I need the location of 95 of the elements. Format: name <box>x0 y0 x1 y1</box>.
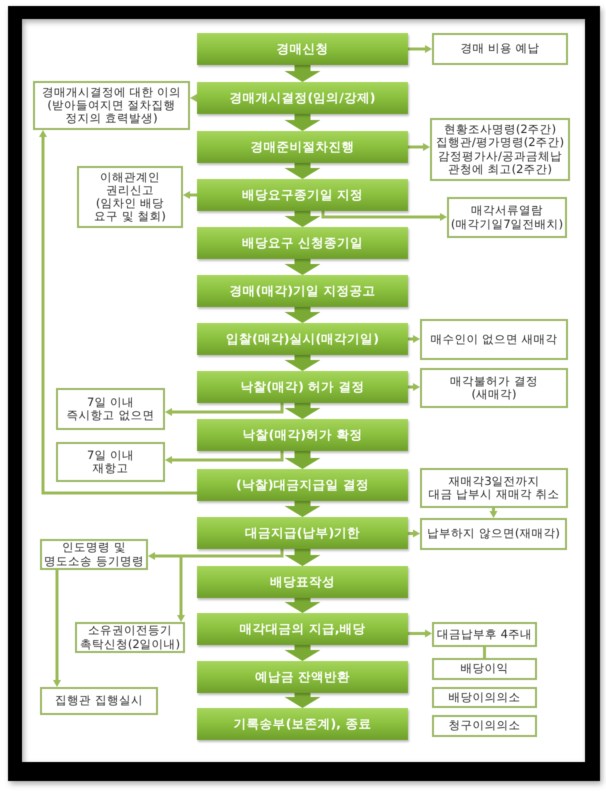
connector-line <box>483 647 486 658</box>
step-label: 경매신청 <box>276 42 328 56</box>
note-box <box>75 622 185 653</box>
note-text: 매수인이 없으면 새매각 <box>430 332 558 346</box>
process-box <box>197 469 408 501</box>
connector-arrow <box>183 191 197 199</box>
flow-arrow <box>284 549 320 566</box>
note-text: 배당이의의소 <box>448 690 520 704</box>
note-box <box>420 319 568 360</box>
connector-arrow <box>53 570 61 687</box>
note-text: 청구이의의소 <box>448 719 520 733</box>
process-box <box>197 227 408 259</box>
note-text: 집행관 집행실시 <box>55 694 143 708</box>
connector-arrow <box>490 508 498 518</box>
process-box <box>197 179 408 211</box>
note-box <box>432 715 537 737</box>
step-label: 매각대금의 지급,배당 <box>239 622 366 636</box>
connector-arrow <box>408 335 420 343</box>
process-box <box>197 371 408 403</box>
process-box <box>197 708 408 740</box>
flow-arrow <box>284 645 320 661</box>
process-box <box>197 661 408 693</box>
note-text: 7일 이내 즉시항고 없으면 <box>66 396 154 422</box>
note-text: 매각불허가 결정 (새매각) <box>450 374 538 402</box>
note-text: 현황조사명령(2주간) 집행관/평가명령(2주간) 감정평가사/공과금체납 관청에 최고(2주간) <box>436 123 564 176</box>
note-text: 대금납부후 4주내 <box>437 628 532 642</box>
note-box <box>432 33 568 65</box>
process-box <box>197 323 408 355</box>
flow-arrow <box>284 114 320 131</box>
note-text: 납부하지 않으면(재매각) <box>427 527 560 541</box>
note-box <box>447 197 567 238</box>
step-label: 배당요구종기일 지정 <box>242 188 364 202</box>
note-box <box>40 687 158 715</box>
flow-arrow <box>284 451 320 469</box>
flow-arrow <box>284 211 320 227</box>
step-label: 기록송부(보존계), 종료 <box>234 716 372 732</box>
note-box <box>56 388 165 430</box>
note-text: 재매각3일전까지 대금 납부시 재매각 취소 <box>428 474 560 502</box>
note-text: 매각서류열람 (매각기일7일전배치) <box>450 204 564 231</box>
note-text: 배당이익 <box>460 662 508 676</box>
connector-arrow <box>408 383 420 391</box>
process-box <box>197 566 408 598</box>
note-box <box>33 81 190 130</box>
connector-arrow <box>322 211 447 221</box>
process-box <box>197 517 408 549</box>
step-label: 대금지급(납부)기한 <box>244 526 360 540</box>
process-box <box>197 82 408 114</box>
step-label: 낙찰(매각) 허가 결정 <box>240 380 365 394</box>
note-box <box>420 368 568 408</box>
note-text: 소유권이전등기 촉탁신청(2일이내) <box>80 624 180 651</box>
flow-arrow <box>284 693 320 708</box>
process-box <box>197 613 408 645</box>
flow-arrow <box>284 307 320 323</box>
step-label: 경매(매각)기일 지정공고 <box>230 284 376 298</box>
note-box <box>432 687 537 708</box>
flow-arrow <box>284 355 320 371</box>
flow-arrow <box>284 163 320 179</box>
step-label: (낙찰)대금지급일 결정 <box>236 478 369 492</box>
process-box <box>197 275 408 307</box>
flow-arrow <box>284 501 320 517</box>
connector-arrow <box>408 630 432 638</box>
step-label: 입찰(매각)실시(매각기일) <box>226 332 379 346</box>
step-label: 배당요구 신청종기일 <box>242 236 364 250</box>
note-box <box>77 166 183 228</box>
flow-arrow <box>284 598 320 613</box>
step-label: 낙찰(매각)허가 확정 <box>242 428 362 442</box>
process-box <box>197 33 408 65</box>
flow-arrow <box>284 403 320 419</box>
process-box <box>197 419 408 451</box>
connector-arrow <box>408 45 432 53</box>
connector-arrow <box>165 451 284 464</box>
connector-arrow <box>39 130 197 494</box>
connector-arrow <box>408 143 430 151</box>
note-text: 경매개시결정에 대한 이의 (받아들여지면 절차집행 정지의 효력발생) <box>42 86 182 126</box>
note-box <box>432 622 537 647</box>
note-text: 7일 이내 재항고 <box>87 448 134 476</box>
step-label: 경매개시결정(임의/강제) <box>230 90 376 106</box>
note-box <box>56 442 165 482</box>
flow-arrow <box>284 65 320 82</box>
process-box <box>197 131 408 163</box>
note-text: 이해관계인 권리신고 (임차인 배당 요구 및 철회) <box>94 170 166 224</box>
flow-arrow <box>284 259 320 275</box>
note-box <box>432 658 537 680</box>
note-text: 인도명령 및 명도소송 등기명령 <box>44 541 144 568</box>
note-text: 경매 비용 예납 <box>460 42 540 56</box>
note-box <box>430 118 570 181</box>
step-label: 예납금 잔액반환 <box>254 670 350 684</box>
step-label: 경매준비절차진행 <box>250 140 354 154</box>
note-box <box>420 468 568 508</box>
connector-arrow <box>177 549 284 622</box>
connector-arrow <box>165 403 284 416</box>
connector-arrow <box>408 530 420 538</box>
note-box <box>420 518 567 550</box>
step-label: 배당표작성 <box>270 574 335 590</box>
connector-arrow <box>190 94 197 102</box>
